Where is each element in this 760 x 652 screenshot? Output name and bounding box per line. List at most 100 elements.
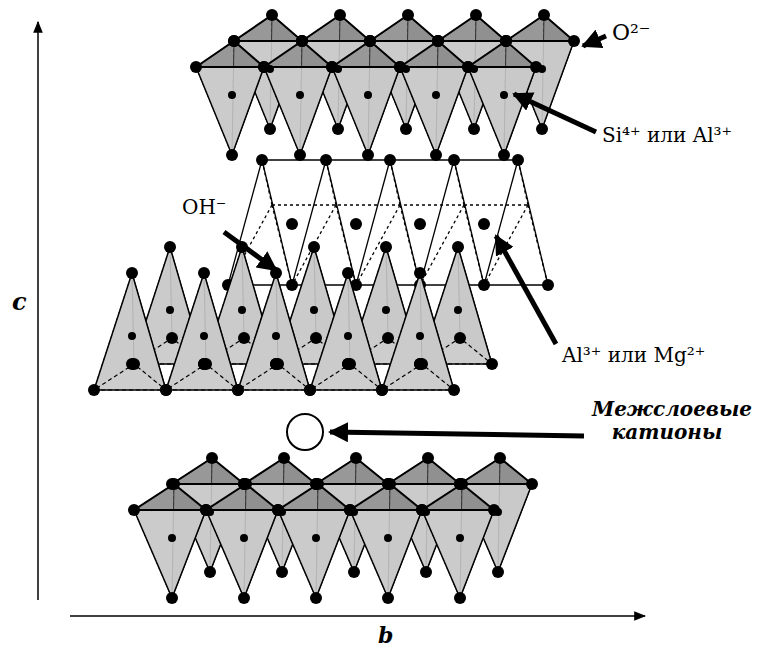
atom-dot <box>432 35 444 47</box>
atom-dot <box>382 306 390 314</box>
atom-dot <box>402 9 414 21</box>
tetrahedron <box>382 273 454 390</box>
atom-dot <box>478 218 490 230</box>
lower-tetrahedral-sheet <box>128 452 538 604</box>
atom-dot <box>296 91 304 99</box>
tetrahedron-face <box>206 510 278 598</box>
atom-dot <box>228 91 236 99</box>
atom-dot <box>512 154 524 166</box>
tetrahedron-face <box>196 67 264 155</box>
octahedron-edge <box>336 205 356 285</box>
upper-tetrahedral-sheet <box>190 9 580 161</box>
atom-dot <box>432 91 440 99</box>
axis-label: b <box>378 624 393 646</box>
atom-dot <box>272 504 284 516</box>
atom-dot <box>240 478 252 490</box>
atom-dot <box>88 384 100 396</box>
atom-dot <box>448 154 460 166</box>
tetrahedron-face <box>422 510 494 598</box>
tetrahedron-face <box>238 273 310 390</box>
atom-dot <box>326 61 338 73</box>
atom-dot <box>266 9 278 21</box>
atom-dot <box>258 61 270 73</box>
atom-dot <box>416 504 428 516</box>
atom-dot <box>536 123 548 135</box>
atom-dot <box>296 35 308 47</box>
tetrahedron <box>264 41 332 155</box>
atom-dot <box>376 384 388 396</box>
atom-dot <box>542 279 554 291</box>
atom-dot <box>232 384 244 396</box>
atom-dot <box>204 566 216 578</box>
atom-dot <box>448 384 460 396</box>
atom-dot <box>264 123 276 135</box>
atom-dot <box>394 61 406 73</box>
atom-dot <box>342 267 354 279</box>
atom-dot <box>206 452 218 464</box>
atom-dot <box>420 566 432 578</box>
octahedron-edge <box>454 160 464 205</box>
atom-dot <box>394 61 406 73</box>
atom-dot <box>238 332 250 344</box>
atom-dot <box>232 384 244 396</box>
atom-dot <box>296 35 308 47</box>
atom-dot <box>500 35 512 47</box>
tetrahedron-face <box>310 273 382 390</box>
atom-dot <box>304 384 316 396</box>
atom-dot <box>200 358 212 370</box>
atom-dot <box>294 149 306 161</box>
atom-dot <box>568 35 580 47</box>
atom-dot <box>432 35 444 47</box>
atom-dot <box>320 154 332 166</box>
ion-label: Si⁴⁺ или Al³⁺ <box>602 124 732 147</box>
atom-dot <box>468 123 480 135</box>
atom-dot <box>364 35 376 47</box>
tetrahedron-face <box>278 510 350 598</box>
atom-dot <box>228 35 240 47</box>
atom-dot <box>166 592 178 604</box>
tetrahedron-face <box>134 510 206 598</box>
atom-dot <box>168 534 176 542</box>
leader-arrow <box>583 36 606 46</box>
atom-dot <box>312 534 320 542</box>
atom-dot <box>296 35 308 47</box>
atom-dot <box>454 592 466 604</box>
leader-arrow <box>330 432 584 436</box>
atom-dot <box>258 61 270 73</box>
atom-dot <box>272 358 284 370</box>
atom-dot <box>486 358 498 370</box>
atom-dot <box>362 149 374 161</box>
octahedron-edge <box>484 205 528 285</box>
atom-dot <box>500 91 508 99</box>
atom-dot <box>160 384 172 396</box>
atom-dot <box>364 35 376 47</box>
leader-arrow <box>514 94 596 132</box>
tetrahedron-face <box>166 273 238 390</box>
atom-dot <box>128 332 136 340</box>
tetrahedron-face <box>350 510 422 598</box>
atom-dot <box>364 35 376 47</box>
atom-dot <box>454 332 466 344</box>
atom-dot <box>200 504 212 516</box>
tetrahedron <box>310 273 382 390</box>
atom-dot <box>238 592 250 604</box>
atom-dot <box>238 306 246 314</box>
octahedron-edge <box>390 160 400 205</box>
interlayer-label: Межслоевые катионы <box>592 398 742 444</box>
atom-dot <box>128 504 140 516</box>
tetrahedron-face <box>468 67 536 155</box>
octahedron-edge <box>326 160 336 205</box>
tetrahedron-face <box>264 67 332 155</box>
tetrahedron <box>238 273 310 390</box>
atom-dot <box>166 332 178 344</box>
atom-dot <box>416 504 428 516</box>
atom-dot <box>384 534 392 542</box>
atom-dot <box>488 504 500 516</box>
atom-dot <box>382 332 394 344</box>
tetrahedron <box>196 41 264 155</box>
tetrahedron-face <box>400 67 468 155</box>
atom-dot <box>494 452 506 464</box>
octahedron-edge <box>272 204 528 205</box>
atom-dot <box>500 35 512 47</box>
axis-c <box>37 22 39 600</box>
